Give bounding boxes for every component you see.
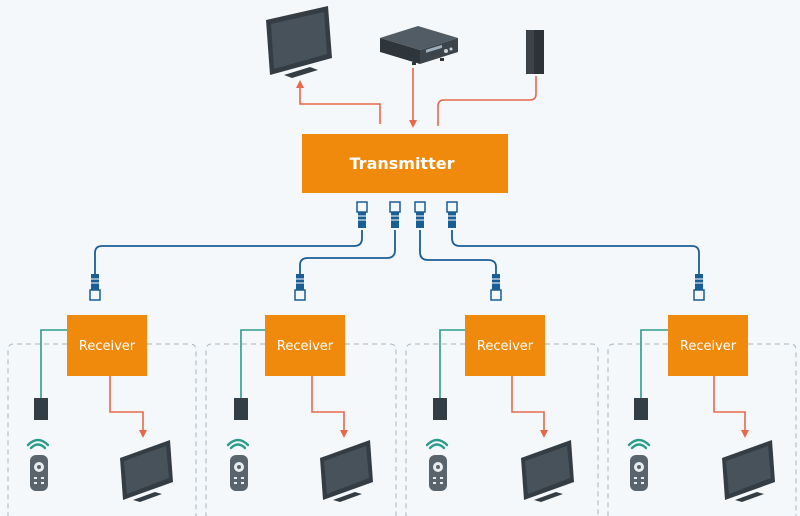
tv-icon [266, 6, 332, 78]
zone-border [345, 343, 397, 516]
zone-2: Receiver [205, 315, 397, 516]
ir-sensor-icon [34, 398, 48, 420]
output-signal-line [713, 376, 749, 438]
remote-control-icon [230, 455, 248, 491]
wifi-signal-icon [425, 438, 449, 450]
network-cables [94, 230, 700, 276]
output-signal-line [511, 376, 548, 438]
receiver-box [265, 315, 345, 376]
ir-line [240, 329, 265, 398]
zone-border [405, 343, 465, 516]
av-receiver-icon [380, 26, 458, 65]
transmitter-connectors [356, 201, 458, 228]
zone-3: Receiver [405, 315, 599, 516]
tv-icon [521, 440, 574, 502]
zone-1: Receiver [7, 315, 197, 516]
ir-line [640, 329, 668, 398]
wifi-signal-icon [226, 438, 250, 450]
remote-control-icon [630, 455, 648, 491]
remote-control-icon [30, 455, 48, 491]
receiver-box [465, 315, 545, 376]
zone-border [7, 343, 67, 516]
receiver-box [67, 315, 147, 376]
ir-line [40, 329, 67, 398]
output-signal-line [311, 376, 348, 438]
receiver-label: Receiver [277, 339, 334, 354]
output-signal-line [109, 376, 147, 438]
transmitter-label: Transmitter [350, 154, 455, 173]
receiver-label: Receiver [680, 339, 737, 354]
ir-line [439, 329, 465, 398]
receiver-box [668, 315, 748, 376]
wifi-signal-icon [26, 438, 50, 450]
ir-sensor-icon [526, 30, 544, 74]
zone-border [147, 343, 197, 516]
ir-sensor-icon [634, 398, 648, 420]
zone-4: Receiver [607, 315, 797, 516]
transmitter-box: Transmitter [302, 134, 508, 193]
wifi-signal-icon [627, 438, 651, 450]
zone-border [545, 343, 599, 516]
zone-border [205, 343, 265, 516]
tv-icon [120, 440, 173, 502]
receiver-label: Receiver [79, 339, 136, 354]
tv-icon [722, 440, 775, 502]
zone-border [607, 343, 668, 516]
zone-border [748, 343, 797, 516]
receiver-connectors [89, 274, 705, 301]
tv-icon [320, 440, 373, 502]
receiver-label: Receiver [477, 339, 534, 354]
remote-control-icon [429, 455, 447, 491]
source-signal-lines [296, 68, 537, 128]
ir-sensor-icon [234, 398, 248, 420]
ir-sensor-icon [433, 398, 447, 420]
